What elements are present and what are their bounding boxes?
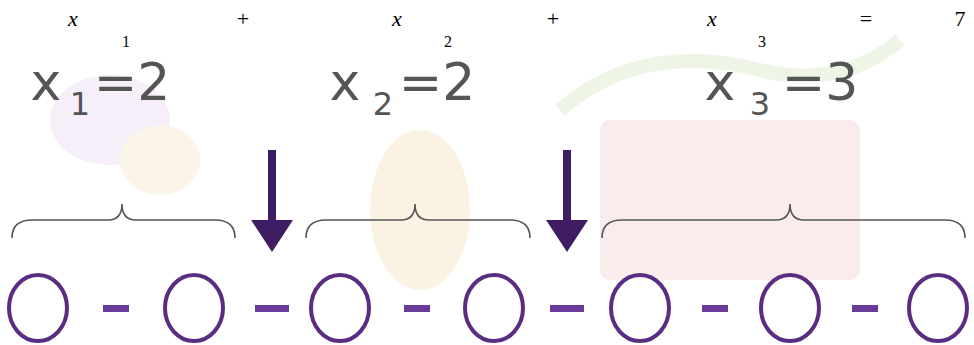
divider-bar: [550, 305, 584, 312]
arrow-shaft: [268, 150, 276, 226]
value-variable: x: [31, 56, 62, 108]
equation-subscript: 3: [758, 34, 766, 50]
brace: [306, 204, 530, 238]
brace: [602, 204, 965, 238]
equation-operator: =: [860, 8, 872, 30]
equation-operator: +: [237, 8, 249, 30]
star-circle: [465, 275, 523, 341]
star-circle: [165, 275, 223, 341]
equation-subscript: 1: [122, 34, 130, 50]
background-flower: [120, 125, 200, 195]
background-vine: [560, 40, 900, 110]
arrows: [251, 150, 588, 252]
divider-bar: [255, 305, 289, 312]
value-subscript: 2: [373, 88, 393, 120]
star-circle: [9, 275, 67, 341]
value-amount: =2: [94, 56, 171, 108]
value-subscript: 3: [750, 88, 770, 120]
star-circle: [761, 275, 819, 341]
brace: [12, 204, 235, 238]
braces: [12, 204, 965, 238]
arrow-head: [251, 220, 293, 252]
value-subscript: 1: [70, 88, 90, 120]
faded-background: [50, 40, 900, 290]
value-variable: x: [705, 56, 736, 108]
arrow-shaft: [563, 150, 571, 226]
star-circle: [311, 275, 369, 341]
stars: [9, 275, 967, 341]
bar: [852, 305, 878, 312]
bar: [404, 305, 430, 312]
value-amount: =2: [399, 56, 476, 108]
bar: [702, 305, 728, 312]
background-shape: [370, 130, 470, 290]
equation-variable: x: [707, 8, 717, 30]
value-amount: =3: [782, 56, 859, 108]
star-circle: [611, 275, 669, 341]
equation-operator: +: [547, 8, 559, 30]
equation-variable: x: [392, 8, 402, 30]
equation-variable: x: [68, 8, 78, 30]
equation-total: 7: [955, 8, 966, 30]
bar: [103, 305, 129, 312]
arrow-head: [546, 220, 588, 252]
value-variable: x: [330, 56, 361, 108]
star-circle: [909, 275, 967, 341]
equation-subscript: 2: [444, 34, 452, 50]
background-box: [600, 120, 860, 280]
